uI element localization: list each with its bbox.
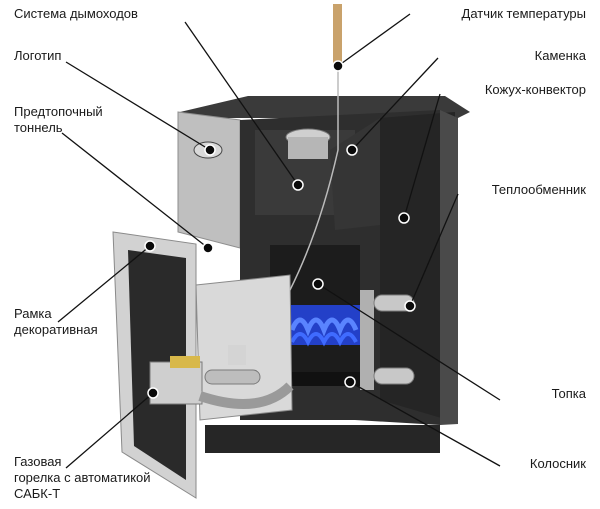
- leader-dots: [144, 60, 416, 399]
- label-heat-exchanger: Теплообменник: [491, 182, 586, 197]
- label-prefurnace-tunnel: Предтопочный тоннель: [14, 104, 103, 136]
- label-decorative-frame: Рамка декоративная: [14, 306, 98, 338]
- label-frame-line1: Рамка: [14, 306, 52, 321]
- label-temperature-sensor: Датчик температуры: [461, 6, 586, 21]
- label-heater: Каменка: [534, 48, 586, 63]
- leader-lines: [57, 13, 501, 469]
- label-burner-line3: САБК-Т: [14, 486, 61, 501]
- label-convector-casing: Кожух-конвектор: [484, 82, 586, 97]
- label-grate: Колосник: [529, 456, 586, 471]
- gas-burner-assembly: [149, 345, 294, 409]
- heater-slope: [330, 118, 380, 230]
- label-prefurnace-tunnel-line1: Предтопочный: [14, 104, 103, 119]
- label-chimney-system: Система дымоходов: [14, 6, 138, 21]
- grate-bar: [288, 372, 360, 386]
- convector-casing: [380, 112, 455, 422]
- label-burner-line1: Газовая: [14, 454, 62, 469]
- label-logo: Логотип: [14, 48, 62, 63]
- label-prefurnace-tunnel-line2: тоннель: [14, 120, 63, 135]
- left-steel-wall: [177, 111, 241, 249]
- chimney-box: [255, 130, 355, 215]
- label-burner-line2: горелка с автоматикой: [14, 470, 151, 485]
- label-frame-line2: декоративная: [14, 322, 98, 337]
- right-steel-edge: [440, 110, 458, 425]
- label-firebox: Топка: [551, 386, 586, 401]
- burner-flames: [289, 305, 360, 347]
- label-gas-burner: Газовая горелка с автоматикой САБК-Т: [14, 454, 151, 502]
- stove-base: [205, 425, 440, 453]
- temperature-sensor-rod: [333, 4, 342, 66]
